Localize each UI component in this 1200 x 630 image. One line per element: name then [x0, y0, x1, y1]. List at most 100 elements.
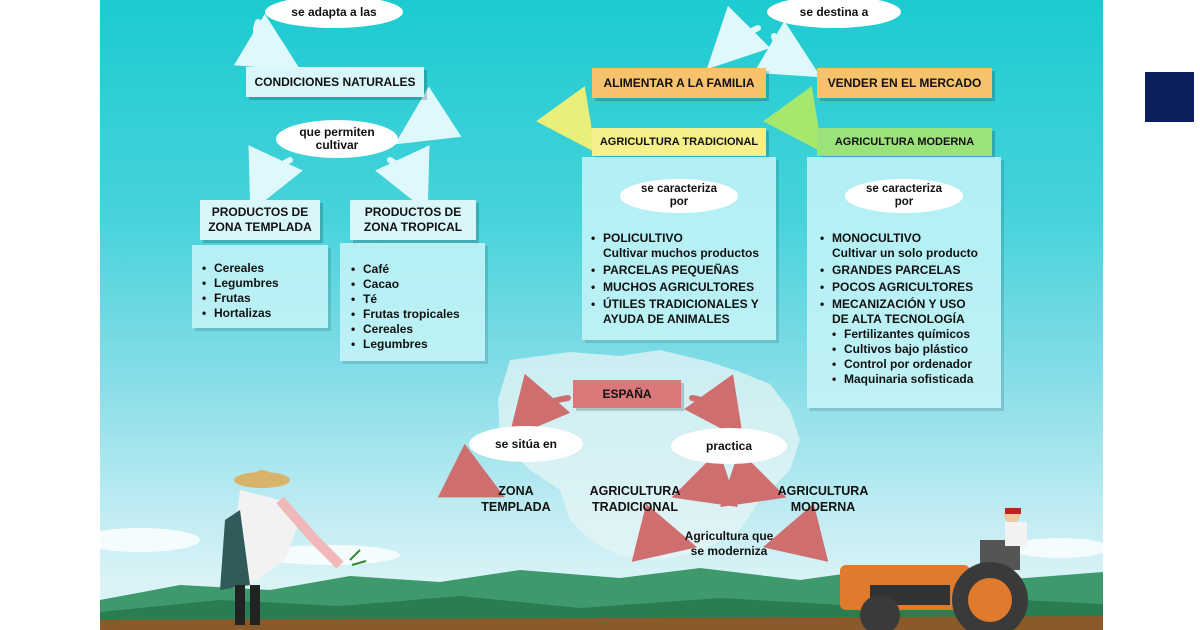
list-item: AYUDA DE ANIMALES [603, 312, 730, 326]
arrow-practica-to-trad [671, 450, 738, 507]
text-agricultura-moderniza: Agricultura que se moderniza [670, 529, 788, 559]
label-agricultura-moderna: AGRICULTURA MODERNA [817, 128, 992, 156]
arrow-espana-to-practica [684, 374, 744, 441]
list-item: Fertilizantes químicos [820, 327, 978, 342]
vender-text: VENDER EN EL MERCADO [827, 76, 982, 90]
caracteriza-mod-line2: por [894, 196, 914, 208]
list-item: MUCHOS AGRICULTORES [591, 280, 759, 295]
condiciones-text: CONDICIONES NATURALES [254, 75, 416, 89]
list-item: Té [351, 292, 460, 307]
practica-text: practica [705, 438, 753, 453]
list-item: Control por ordenador [820, 357, 978, 372]
label-condiciones-naturales: CONDICIONES NATURALES [246, 67, 424, 97]
list-item: PARCELAS PEQUEÑAS [591, 263, 759, 278]
list-item: Cacao [351, 277, 460, 292]
tractor-illustration [840, 507, 1028, 630]
arrow-situa-to-zona [437, 443, 505, 498]
text-zona-templada: ZONA TEMPLADA [464, 483, 568, 515]
list-item: ÚTILES TRADICIONALES Y [591, 297, 759, 312]
list-item: Cultivar un solo producto [832, 246, 978, 260]
list-item: DE ALTA TECNOLOGÍA [832, 312, 965, 326]
arrow-destina-to-alimentar [706, 5, 771, 70]
bubble-se-destina: se destina a [767, 0, 901, 28]
label-productos-templada: PRODUCTOS DE ZONA TEMPLADA [200, 200, 320, 240]
arrow-espana-to-situa [508, 373, 571, 439]
connector-arrows [233, 5, 829, 562]
espana-trad-line2: TRADICIONAL [591, 500, 679, 514]
moderniza-line1: Agricultura que [684, 529, 774, 543]
permiten-line2: cultivar [315, 138, 359, 152]
templada-title-line2: ZONA TEMPLADA [208, 220, 312, 234]
moderna-title: AGRICULTURA MODERNA [834, 136, 975, 148]
bubble-practica: practica [671, 428, 787, 464]
bubble-caracteriza-tradicional: se caracteriza por [620, 179, 738, 213]
list-item: Frutas tropicales [351, 307, 460, 322]
label-productos-tropical: PRODUCTOS DE ZONA TROPICAL [350, 200, 476, 240]
list-item: GRANDES PARCELAS [820, 263, 978, 278]
text-agricultura-tradicional: AGRICULTURA TRADICIONAL [578, 483, 692, 515]
label-espana: ESPAÑA [573, 380, 681, 408]
caracteriza-mod-line1: se caracteriza [865, 183, 943, 195]
list-item: MONOCULTIVO [820, 231, 978, 246]
list-item: POCOS AGRICULTORES [820, 280, 978, 295]
label-alimentar-familia: ALIMENTAR A LA FAMILIA [592, 68, 766, 98]
moderniza-line2: se moderniza [690, 544, 768, 558]
situa-text: se sitúa en [494, 436, 558, 451]
farmer-illustration [220, 470, 367, 625]
list-tropical: Café Cacao Té Frutas tropicales Cereales… [351, 262, 460, 352]
bubble-se-destina-text: se destina a [799, 4, 869, 19]
label-agricultura-tradicional: AGRICULTURA TRADICIONAL [592, 128, 766, 156]
list-item: Café [351, 262, 460, 277]
field [100, 616, 1103, 630]
list-item: Maquinaria sofisticada [820, 372, 978, 387]
zona-line2: TEMPLADA [481, 500, 551, 514]
zona-line1: ZONA [498, 484, 534, 498]
list-item: Cultivar muchos productos [603, 246, 760, 260]
list-item: Cultivos bajo plástico [820, 342, 978, 357]
arrow-alimentar-to-tradicional [536, 86, 596, 153]
bubble-se-adapta: se adapta a las [265, 0, 403, 28]
arrow-permiten-to-tropical [375, 145, 430, 213]
white-arrows [233, 5, 821, 213]
list-templada: Cereales Legumbres Frutas Hortalizas [202, 261, 279, 321]
espana-text: ESPAÑA [602, 387, 652, 401]
text-agricultura-moderna: AGRICULTURA MODERNA [765, 483, 881, 515]
tropical-title-line2: ZONA TROPICAL [363, 220, 463, 234]
list-item: POLICULTIVO [591, 231, 759, 246]
list-item: Frutas [202, 291, 279, 306]
list-item: Legumbres [202, 276, 279, 291]
arrow-condiciones-to-permiten [394, 86, 462, 145]
list-item: Cereales [351, 322, 460, 337]
templada-title-line1: PRODUCTOS DE [211, 205, 309, 219]
arrow-permiten-to-templada [248, 145, 303, 213]
list-item: Cereales [202, 261, 279, 276]
list-item: Legumbres [351, 337, 460, 352]
concept-map: se adapta a las se destina a CONDICIONES… [100, 0, 1103, 630]
espana-trad-line1: AGRICULTURA [589, 484, 681, 498]
espana-mod-line2: MODERNA [790, 500, 856, 514]
espana-mod-line1: AGRICULTURA [777, 484, 869, 498]
tradicional-title: AGRICULTURA TRADICIONAL [599, 136, 759, 148]
arrow-adapta-to-condiciones [233, 13, 301, 71]
caracteriza-trad-line1: se caracteriza [640, 183, 718, 195]
bubble-que-permiten: que permiten cultivar [276, 120, 398, 158]
arrow-vender-to-moderna [763, 86, 823, 153]
label-vender-mercado: VENDER EN EL MERCADO [817, 68, 992, 98]
cloud [100, 528, 200, 552]
bubble-se-adapta-text: se adapta a las [291, 4, 377, 19]
list-item: MECANIZACIÓN Y USO [820, 297, 978, 312]
arrow-trad-to-moderniza [631, 503, 698, 562]
red-arrows [437, 373, 829, 562]
tropical-title-line1: PRODUCTOS DE [364, 205, 462, 219]
bubble-caracteriza-moderna: se caracteriza por [845, 179, 963, 213]
navy-square-decoration [1145, 72, 1194, 122]
bubble-se-situa: se sitúa en [469, 426, 583, 462]
arrow-destina-to-vender [753, 20, 821, 78]
caracteriza-trad-line2: por [669, 196, 689, 208]
alimentar-text: ALIMENTAR A LA FAMILIA [603, 76, 755, 90]
list-item: Hortalizas [202, 306, 279, 321]
arrow-mod-to-moderniza [762, 503, 829, 562]
arrow-practica-to-mod [720, 450, 787, 507]
